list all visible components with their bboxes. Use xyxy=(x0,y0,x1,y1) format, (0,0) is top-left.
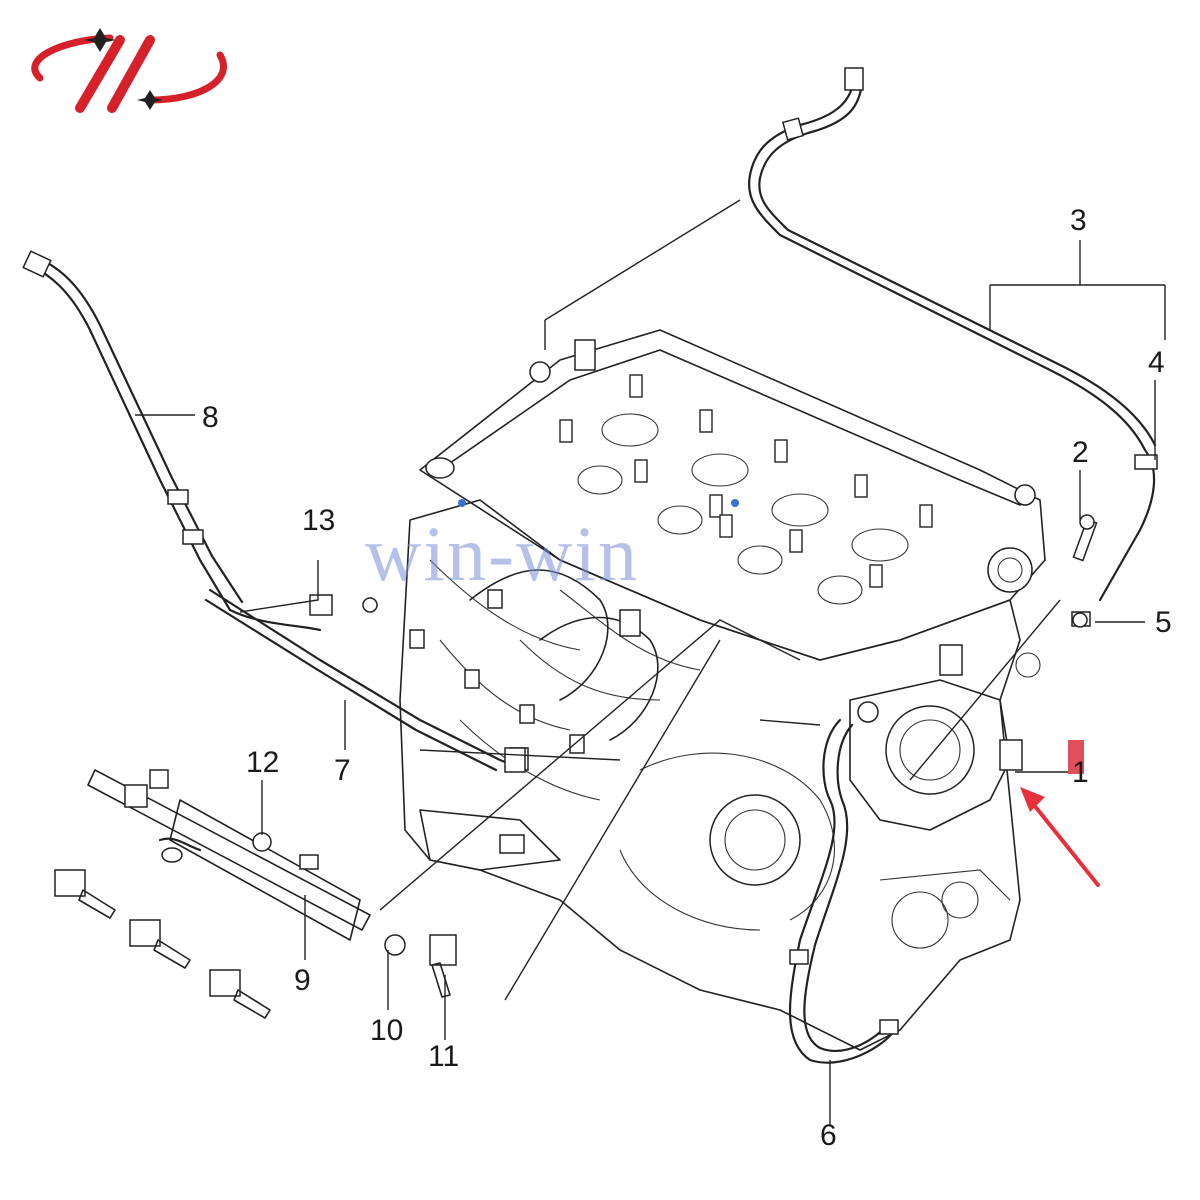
callout-4: 4 xyxy=(1148,346,1165,379)
callout-6: 6 xyxy=(820,1119,837,1152)
callout-10: 10 xyxy=(370,1014,403,1047)
callout-7: 7 xyxy=(334,754,351,787)
watermark-dot-icon xyxy=(458,499,466,507)
retainer-clip-part xyxy=(384,934,406,956)
hose-clamp-part xyxy=(1072,612,1088,628)
callout-2: 2 xyxy=(1072,436,1089,469)
callout-12: 12 xyxy=(246,746,279,779)
callout-3: 3 xyxy=(1070,204,1087,237)
bolt-part xyxy=(1072,514,1098,562)
clip-part xyxy=(309,594,378,616)
lower-hose-part xyxy=(788,718,899,1064)
fuel-injectors-part xyxy=(54,869,457,1019)
callout-5: 5 xyxy=(1155,606,1172,639)
watermark-text: win-win xyxy=(365,510,639,597)
callout-11: 11 xyxy=(428,1040,459,1073)
fuel-line-part xyxy=(204,588,527,773)
fuel-rail-part xyxy=(87,769,371,941)
nut-part xyxy=(252,832,272,852)
watermark-dot-icon xyxy=(731,499,739,507)
brand-logo-icon xyxy=(31,28,227,113)
throttle-body-part xyxy=(849,644,1041,831)
callout-1: 1 xyxy=(1072,756,1089,789)
injector-part-11 xyxy=(429,934,457,998)
vent-hose-part xyxy=(22,250,322,632)
callout-13: 13 xyxy=(302,504,335,537)
breather-hose-part xyxy=(747,67,1158,627)
engine-block-drawing xyxy=(399,329,1046,1051)
callout-8: 8 xyxy=(202,401,219,434)
callout-9: 9 xyxy=(294,964,311,997)
highlight-arrow-icon xyxy=(1020,740,1100,887)
leader-lines xyxy=(135,199,1166,1125)
